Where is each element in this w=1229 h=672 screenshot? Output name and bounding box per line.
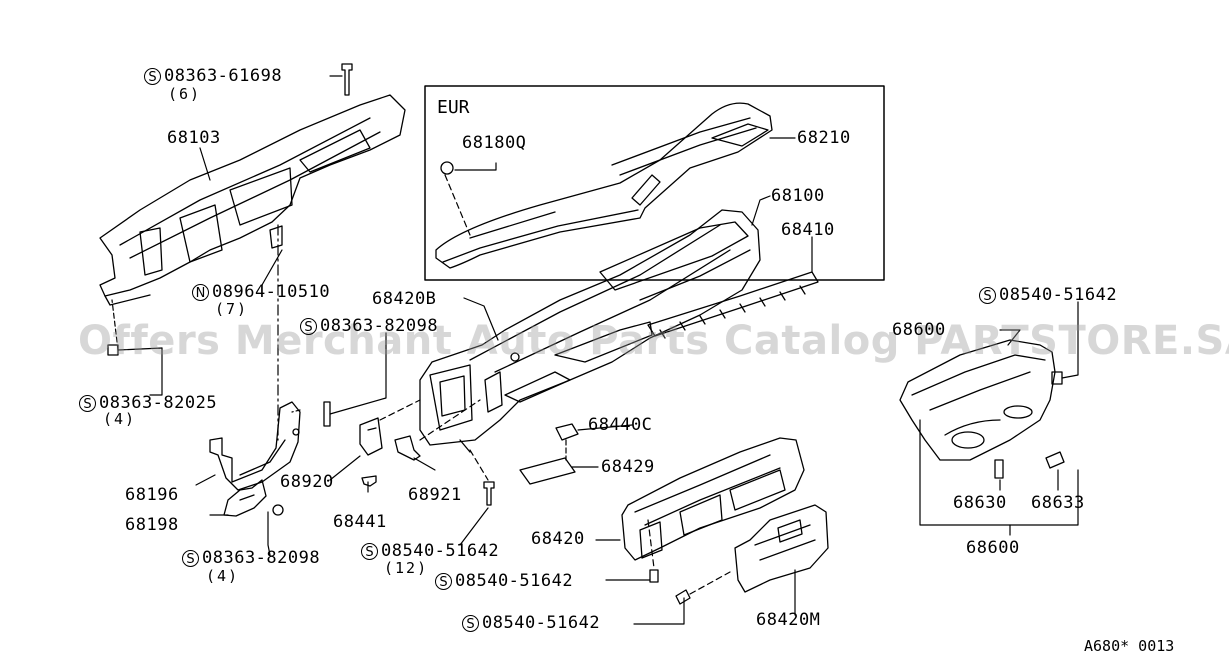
part-label: 68921 <box>408 485 462 505</box>
eur-frame <box>424 85 885 281</box>
part-label: 68630 <box>953 493 1007 513</box>
bezel-68420 <box>621 437 805 561</box>
quantity-label: (7) <box>215 300 249 318</box>
s-symbol: S <box>79 395 96 412</box>
quantity-label: (4) <box>103 410 137 428</box>
part-label: 68103 <box>167 128 221 148</box>
pad-68429 <box>519 457 576 485</box>
clip-68180q <box>440 161 454 175</box>
quantity-label: (12) <box>384 559 429 577</box>
part-label: 08540-51642 <box>482 613 601 633</box>
dashboard-panel <box>419 209 761 453</box>
part-label: 68198 <box>125 515 179 535</box>
s-symbol: S <box>144 68 161 85</box>
quantity-label: (6) <box>168 85 202 103</box>
drawing-code: A680* 0013 <box>1084 637 1175 655</box>
eur-upper-pad <box>435 102 773 269</box>
n-symbol: N <box>192 284 209 301</box>
bolt-08540b <box>483 481 495 506</box>
screw-08540a <box>1051 371 1063 385</box>
part-label: 68196 <box>125 485 179 505</box>
bolt-82098a <box>323 401 331 427</box>
s-symbol: S <box>979 287 996 304</box>
part-label: 68420 <box>531 529 585 549</box>
member-68103 <box>99 94 406 306</box>
part-label: 08363-61698 <box>164 66 283 86</box>
part-label: 68920 <box>280 472 334 492</box>
part-label: 68600 <box>966 538 1020 558</box>
part-label: 68440C <box>588 415 653 435</box>
bolt-08363-61698 <box>341 63 353 96</box>
s-symbol: S <box>462 615 479 632</box>
part-label: 08540-51642 <box>455 571 574 591</box>
part-label: 68180Q <box>462 133 527 153</box>
part-label: 08540-51642 <box>999 285 1118 305</box>
eur-label: EUR <box>437 97 470 118</box>
s-symbol: S <box>182 550 199 567</box>
screw-82025 <box>107 344 119 356</box>
screw-08540c <box>649 569 659 583</box>
clip-68633 <box>1045 451 1065 469</box>
part-label: 08363-82098 <box>320 316 439 336</box>
part-label: 08540-51642 <box>381 541 500 561</box>
part-label: 08964-10510 <box>212 282 331 302</box>
leader-lines <box>111 75 1079 625</box>
part-label: 68410 <box>781 220 835 240</box>
part-label: 68420M <box>756 610 821 630</box>
part-label: 68441 <box>333 512 387 532</box>
lower-panel-68420m <box>734 504 829 593</box>
part-label: 08363-82098 <box>202 548 321 568</box>
s-symbol: S <box>435 573 452 590</box>
screw-08540d <box>675 589 691 605</box>
s-symbol: S <box>300 318 317 335</box>
screw-68630 <box>994 459 1004 479</box>
part-label: 68210 <box>797 128 851 148</box>
bracket-68196 <box>209 401 301 491</box>
bracket-68920 <box>359 417 383 456</box>
part-label: 68633 <box>1031 493 1085 513</box>
watermark: Offers Merchant Auto Parts Catalog PARTS… <box>78 318 1229 364</box>
part-label: 68100 <box>771 186 825 206</box>
s-symbol: S <box>361 543 378 560</box>
part-label: 68429 <box>601 457 655 477</box>
clip-68441 <box>361 475 377 487</box>
quantity-label: (4) <box>206 567 240 585</box>
part-label: 68600 <box>892 320 946 340</box>
trim-strip-68410 <box>647 271 819 339</box>
part-label: 08363-82025 <box>99 393 218 413</box>
clip-68440c <box>555 423 579 441</box>
part-label: 68420B <box>372 289 437 309</box>
bracket-68921 <box>394 435 421 461</box>
assembly-68600 <box>899 339 1056 461</box>
